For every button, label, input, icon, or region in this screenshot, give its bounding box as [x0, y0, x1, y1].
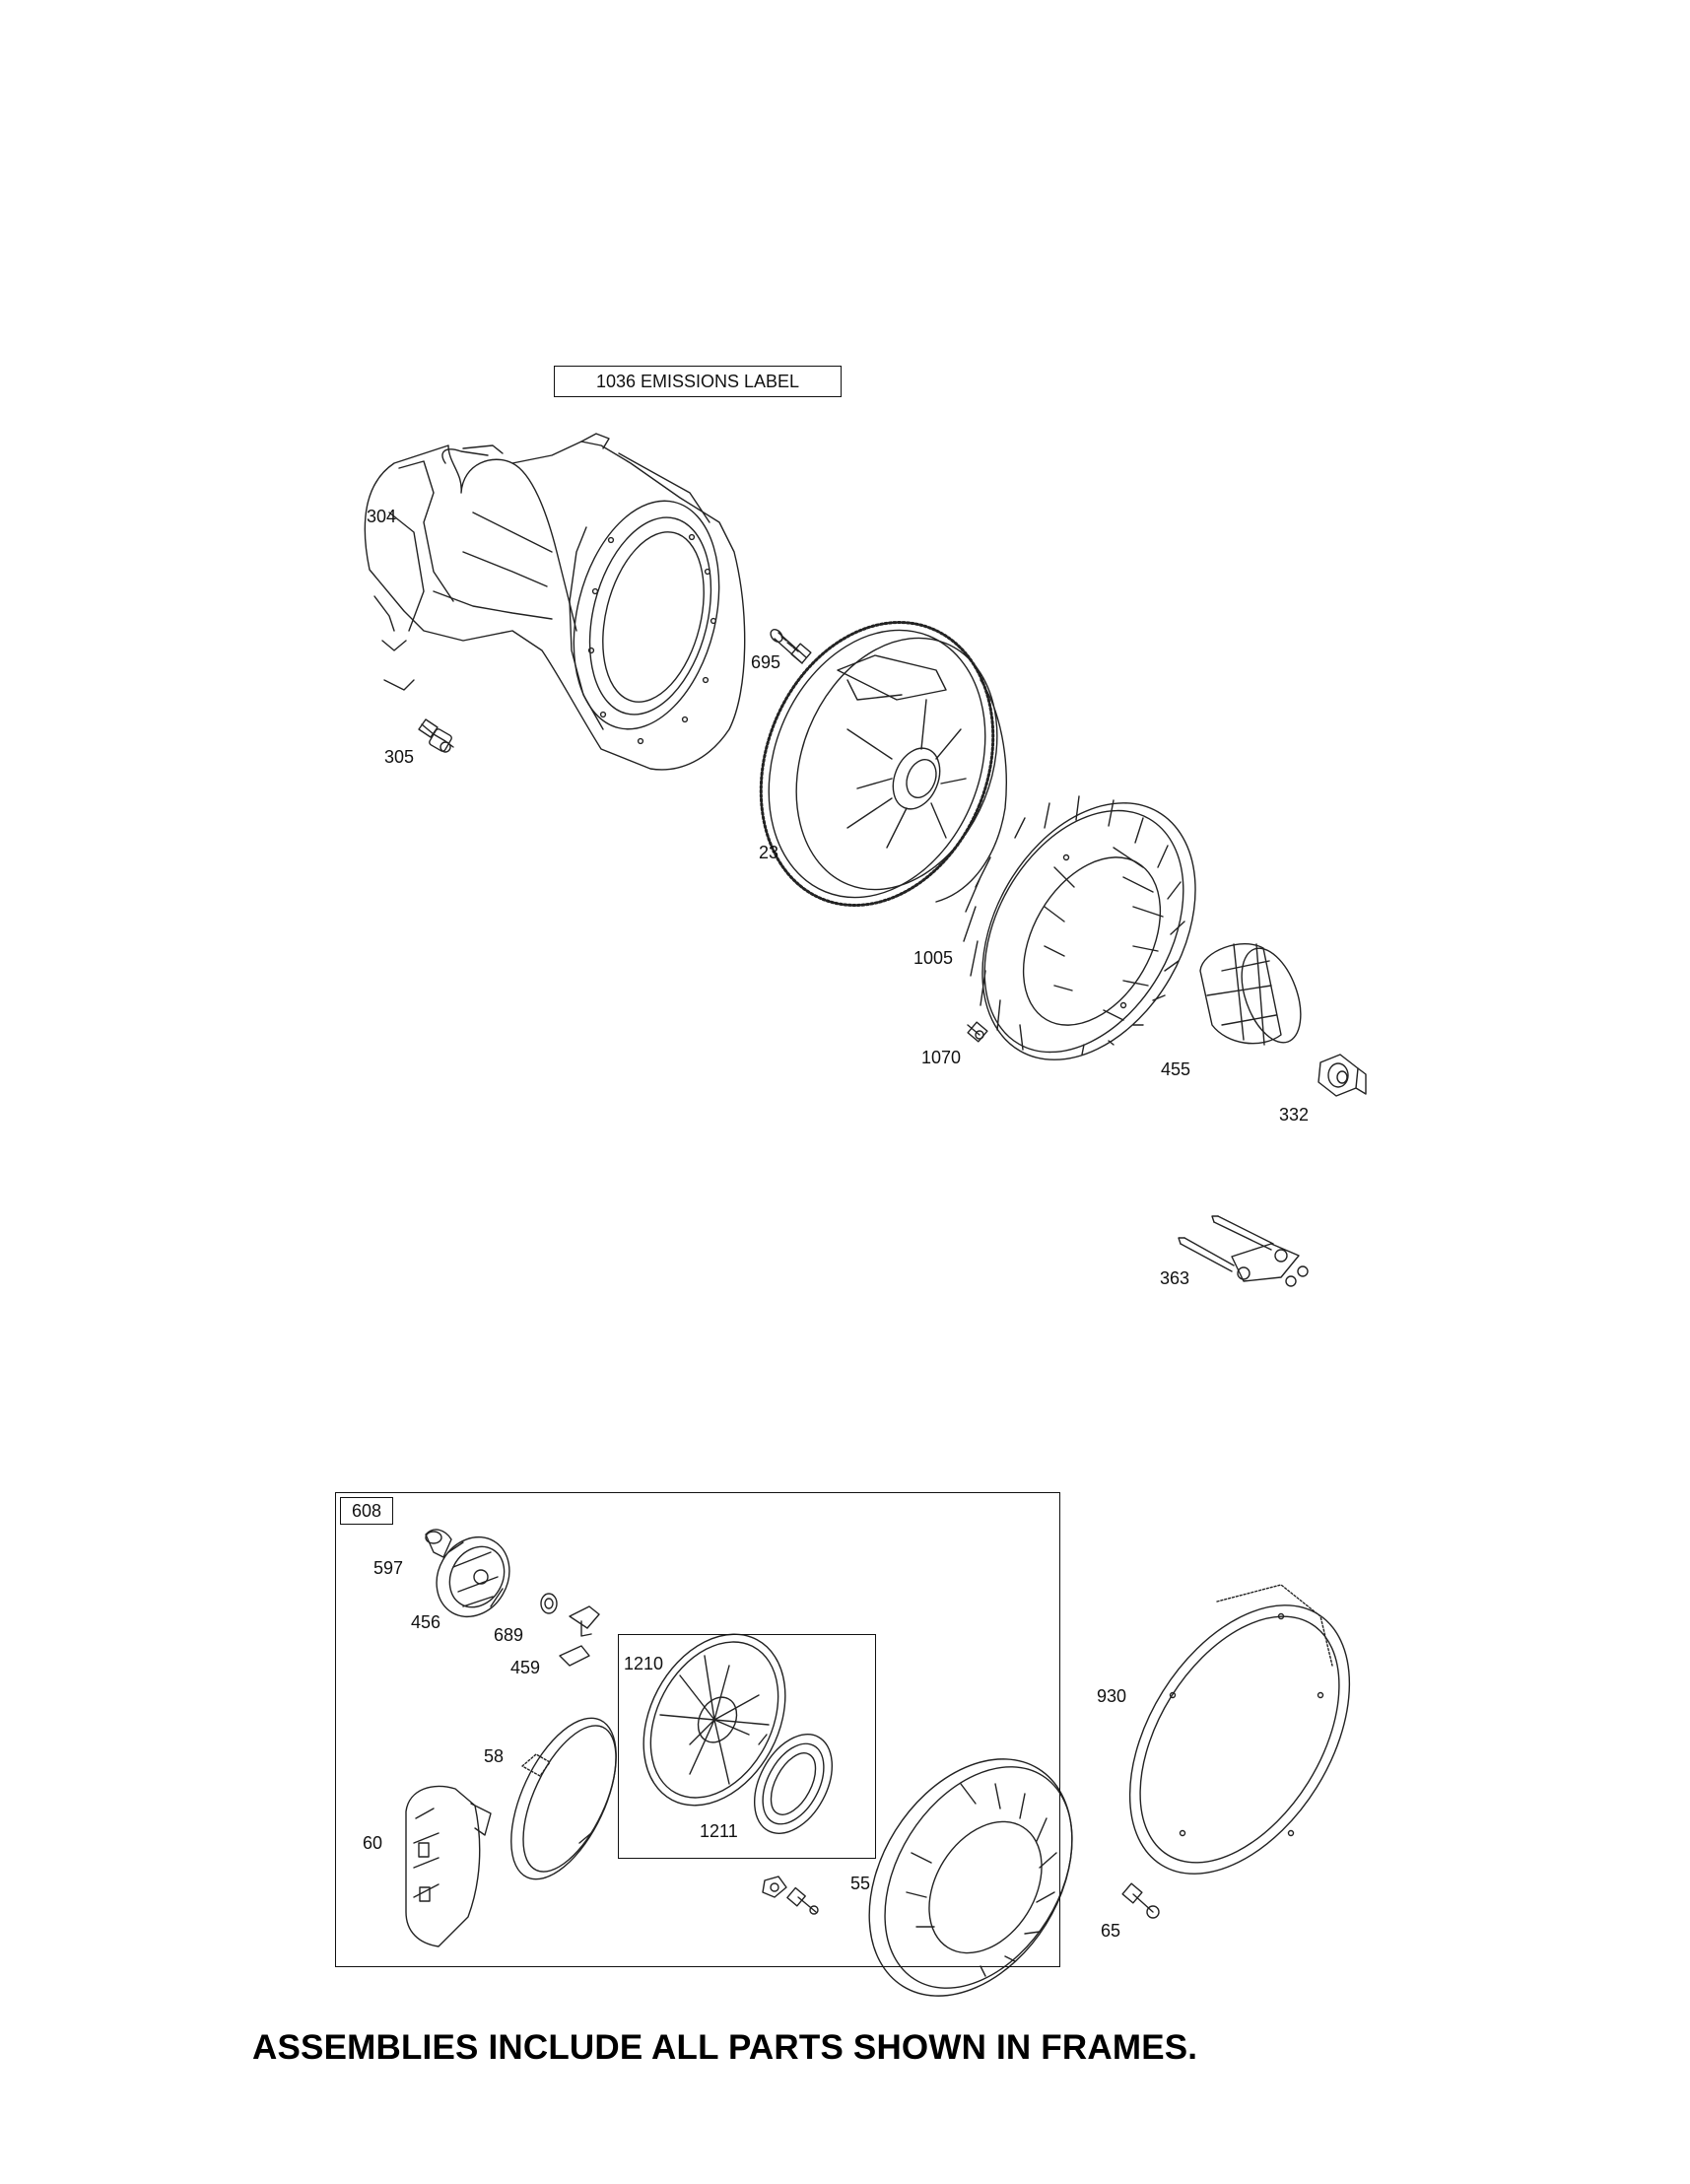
- recoil-starter-parts: [405, 1529, 1073, 1997]
- footer-note: ASSEMBLIES INCLUDE ALL PARTS SHOWN IN FR…: [252, 2028, 1198, 2067]
- emissions-label-callout: 1036 EMISSIONS LABEL: [554, 366, 842, 397]
- callout-332: 332: [1279, 1105, 1310, 1125]
- callout-1210: 1210: [624, 1654, 664, 1673]
- callout-1211: 1211: [700, 1821, 738, 1841]
- blower-housing-304: [364, 433, 746, 771]
- callout-695: 695: [751, 652, 781, 672]
- callout-455: 455: [1161, 1059, 1191, 1079]
- bolt-65: [1121, 1882, 1160, 1919]
- flywheel-fan-1005: [963, 795, 1196, 1060]
- part-456: [436, 1536, 510, 1618]
- callout-23: 23: [759, 843, 779, 862]
- callout-456: 456: [411, 1612, 441, 1632]
- callout-930: 930: [1097, 1686, 1127, 1706]
- callout-304: 304: [367, 507, 397, 526]
- callout-58: 58: [484, 1746, 505, 1766]
- screw-1070: [967, 1021, 988, 1043]
- stud-695: [770, 629, 812, 664]
- callout-363: 363: [1160, 1268, 1190, 1288]
- part-1210: [642, 1633, 786, 1807]
- frame-label-608: 608: [340, 1497, 393, 1525]
- callout-60: 60: [363, 1833, 383, 1853]
- flywheel-ring-gear-23: [759, 621, 1007, 907]
- part-597: [425, 1529, 452, 1558]
- callout-1005: 1005: [913, 948, 954, 968]
- callout-305: 305: [384, 747, 415, 767]
- callout-689: 689: [494, 1625, 524, 1645]
- part-1211: [754, 1734, 833, 1834]
- callout-65: 65: [1101, 1921, 1121, 1941]
- starter-cup-455: [1199, 943, 1302, 1046]
- part-55: [868, 1758, 1073, 1997]
- callout-55: 55: [850, 1874, 871, 1893]
- bolt-305: [418, 718, 454, 753]
- rotating-screen-930: [1128, 1584, 1351, 1875]
- part-689: [540, 1593, 558, 1614]
- bracket-assembly-363: [1178, 1215, 1309, 1287]
- callout-597: 597: [373, 1558, 404, 1578]
- part-58: [510, 1717, 617, 1880]
- small-hardware: [762, 1876, 819, 1915]
- assembly-frame-608: [335, 1492, 1060, 1967]
- nut-332: [1318, 1054, 1367, 1097]
- callout-1070: 1070: [921, 1048, 962, 1067]
- part-60: [405, 1785, 492, 1947]
- callout-459: 459: [510, 1658, 541, 1677]
- part-459: [559, 1605, 600, 1667]
- assembly-frame-1210: [618, 1634, 876, 1859]
